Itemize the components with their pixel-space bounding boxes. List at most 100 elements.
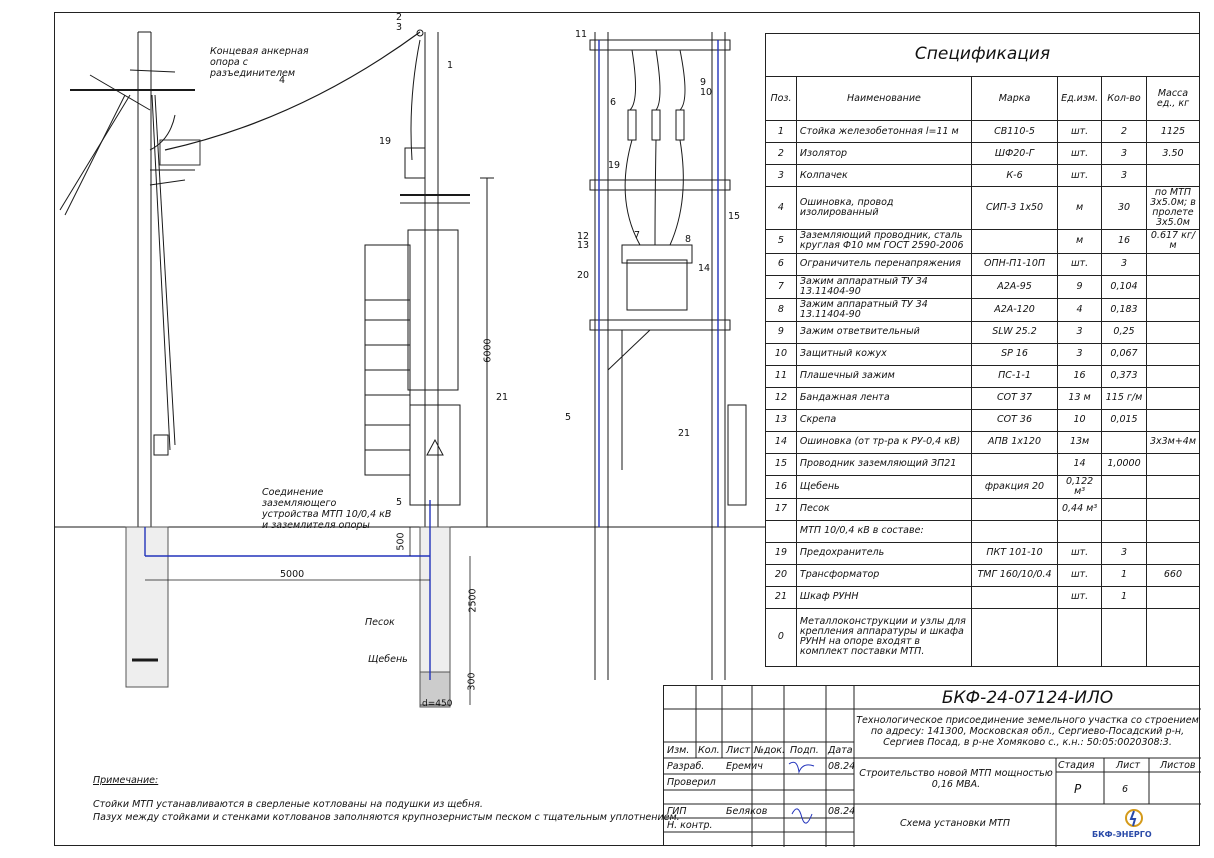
role-name: Беляков: [726, 806, 768, 817]
dim-2500: 2500: [467, 588, 479, 613]
spec-cell: СОТ 36: [970, 408, 1059, 432]
spec-cell: [1145, 342, 1201, 366]
spec-cell: 10: [1057, 408, 1103, 432]
drawing-frame: [54, 12, 1200, 846]
spec-cell: 1,0000: [1101, 452, 1147, 476]
spec-cell: 2: [1101, 120, 1147, 143]
spec-cell: Щебень: [795, 474, 972, 499]
dim-d450: d=450: [422, 699, 453, 709]
col-izm: Изм.: [667, 745, 690, 756]
spec-cell: 3: [1057, 342, 1103, 366]
spec-cell: Плашечный зажим: [795, 364, 972, 388]
sheet-label: Лист: [1116, 760, 1141, 771]
callout: 19: [608, 160, 621, 171]
spec-cell: 3: [765, 164, 797, 187]
spec-cell: Стойка железобетонная l=11 м: [795, 120, 972, 143]
spec-cell: 3: [1101, 252, 1147, 276]
role: Разраб.: [667, 761, 705, 772]
spec-cell: 0,44 м³: [1057, 497, 1103, 521]
callout: 14: [698, 263, 711, 274]
spec-cell: м: [1057, 186, 1103, 230]
spec-cell: ПКТ 101-10: [970, 541, 1059, 565]
spec-cell: 13 м: [1057, 386, 1103, 410]
spec-cell: Зажим аппаратный ТУ 34 13.11404-90: [795, 297, 972, 322]
spec-cell: [1145, 519, 1201, 543]
spec-cell: АПВ 1х120: [970, 430, 1059, 454]
spec-cell: [1145, 452, 1201, 476]
spec-cell: [1057, 607, 1103, 667]
col-kol: Кол.: [698, 745, 720, 756]
spec-cell: [1101, 474, 1147, 499]
col-date: Дата: [828, 745, 853, 756]
spec-cell: Предохранитель: [795, 541, 972, 565]
spec-cell: [1145, 408, 1201, 432]
spec-cell: 0,015: [1101, 408, 1147, 432]
spec-header: Поз.: [765, 76, 797, 121]
spec-cell: Скрепа: [795, 408, 972, 432]
callout: 15: [728, 211, 741, 222]
spec-cell: СОТ 37: [970, 386, 1059, 410]
spec-cell: 0,122 м³: [1057, 474, 1103, 499]
dim-5000: 5000: [280, 569, 305, 580]
role: Проверил: [667, 777, 716, 788]
spec-cell: 13: [765, 408, 797, 432]
spec-cell: ОПН-П1-10П: [970, 252, 1059, 276]
spec-cell: [765, 519, 797, 543]
ground-connection-label: Соединение заземляющего устройства МТП 1…: [262, 487, 392, 531]
spec-cell: 0,183: [1101, 297, 1147, 322]
spec-cell: 3: [1101, 541, 1147, 565]
spec-cell: [1101, 519, 1147, 543]
spec-cell: 4: [765, 186, 797, 230]
spec-cell: Песок: [795, 497, 972, 521]
spec-cell: 2: [765, 142, 797, 165]
callout: 10: [700, 87, 713, 98]
col-list: Лист: [726, 745, 751, 756]
logo: [1119, 806, 1149, 830]
callout: 4: [279, 75, 286, 86]
spec-cell: 1: [765, 120, 797, 143]
spec-cell: Проводник заземляющий ЗП21: [795, 452, 972, 476]
stage-value: Р: [1074, 782, 1082, 796]
spec-cell: шт.: [1057, 142, 1103, 165]
callout: 21: [496, 392, 509, 403]
spec-cell: 0,25: [1101, 320, 1147, 344]
spec-cell: 0: [765, 607, 797, 667]
spec-cell: [970, 228, 1059, 254]
dim-500: 500: [395, 532, 407, 551]
role: Н. контр.: [667, 820, 713, 831]
spec-cell: [1101, 607, 1147, 667]
spec-header: Масса ед., кг: [1145, 76, 1201, 121]
spec-cell: Ограничитель перенапряжения: [795, 252, 972, 276]
left-pit: [125, 526, 169, 688]
spec-cell: 9: [765, 320, 797, 344]
spec-cell: 0.617 кг/м: [1145, 228, 1201, 254]
callout: 6: [610, 97, 617, 108]
callout: 2: [396, 12, 403, 23]
callout: 3: [396, 22, 403, 33]
callout: 7: [634, 230, 641, 241]
spec-cell: 115 г/м: [1101, 386, 1147, 410]
role-date: 08.24: [828, 761, 856, 772]
spec-cell: Ошиновка, провод изолированный: [795, 186, 972, 230]
spec-cell: 0,104: [1101, 274, 1147, 299]
callout: 1: [447, 60, 454, 71]
callout: 12: [577, 231, 590, 242]
spec-cell: 11: [765, 364, 797, 388]
spec-cell: шт.: [1057, 252, 1103, 276]
spec-cell: шт.: [1057, 585, 1103, 609]
logo-text: БКФ-ЭНЕРГО: [1092, 830, 1152, 839]
spec-cell: [1057, 519, 1103, 543]
spec-cell: фракция 20: [970, 474, 1059, 499]
sheet-name: Схема установки МТП: [899, 818, 1010, 829]
anchor-pole-label: Концевая анкерная опора с разъединителем: [210, 46, 309, 79]
spec-cell: SLW 25.2: [970, 320, 1059, 344]
title-block-grid: [664, 686, 1201, 847]
spec-cell: 19: [765, 541, 797, 565]
spec-cell: Шкаф РУНН: [795, 585, 972, 609]
spec-cell: шт.: [1057, 563, 1103, 587]
spec-header: Ед.изм.: [1057, 76, 1103, 121]
